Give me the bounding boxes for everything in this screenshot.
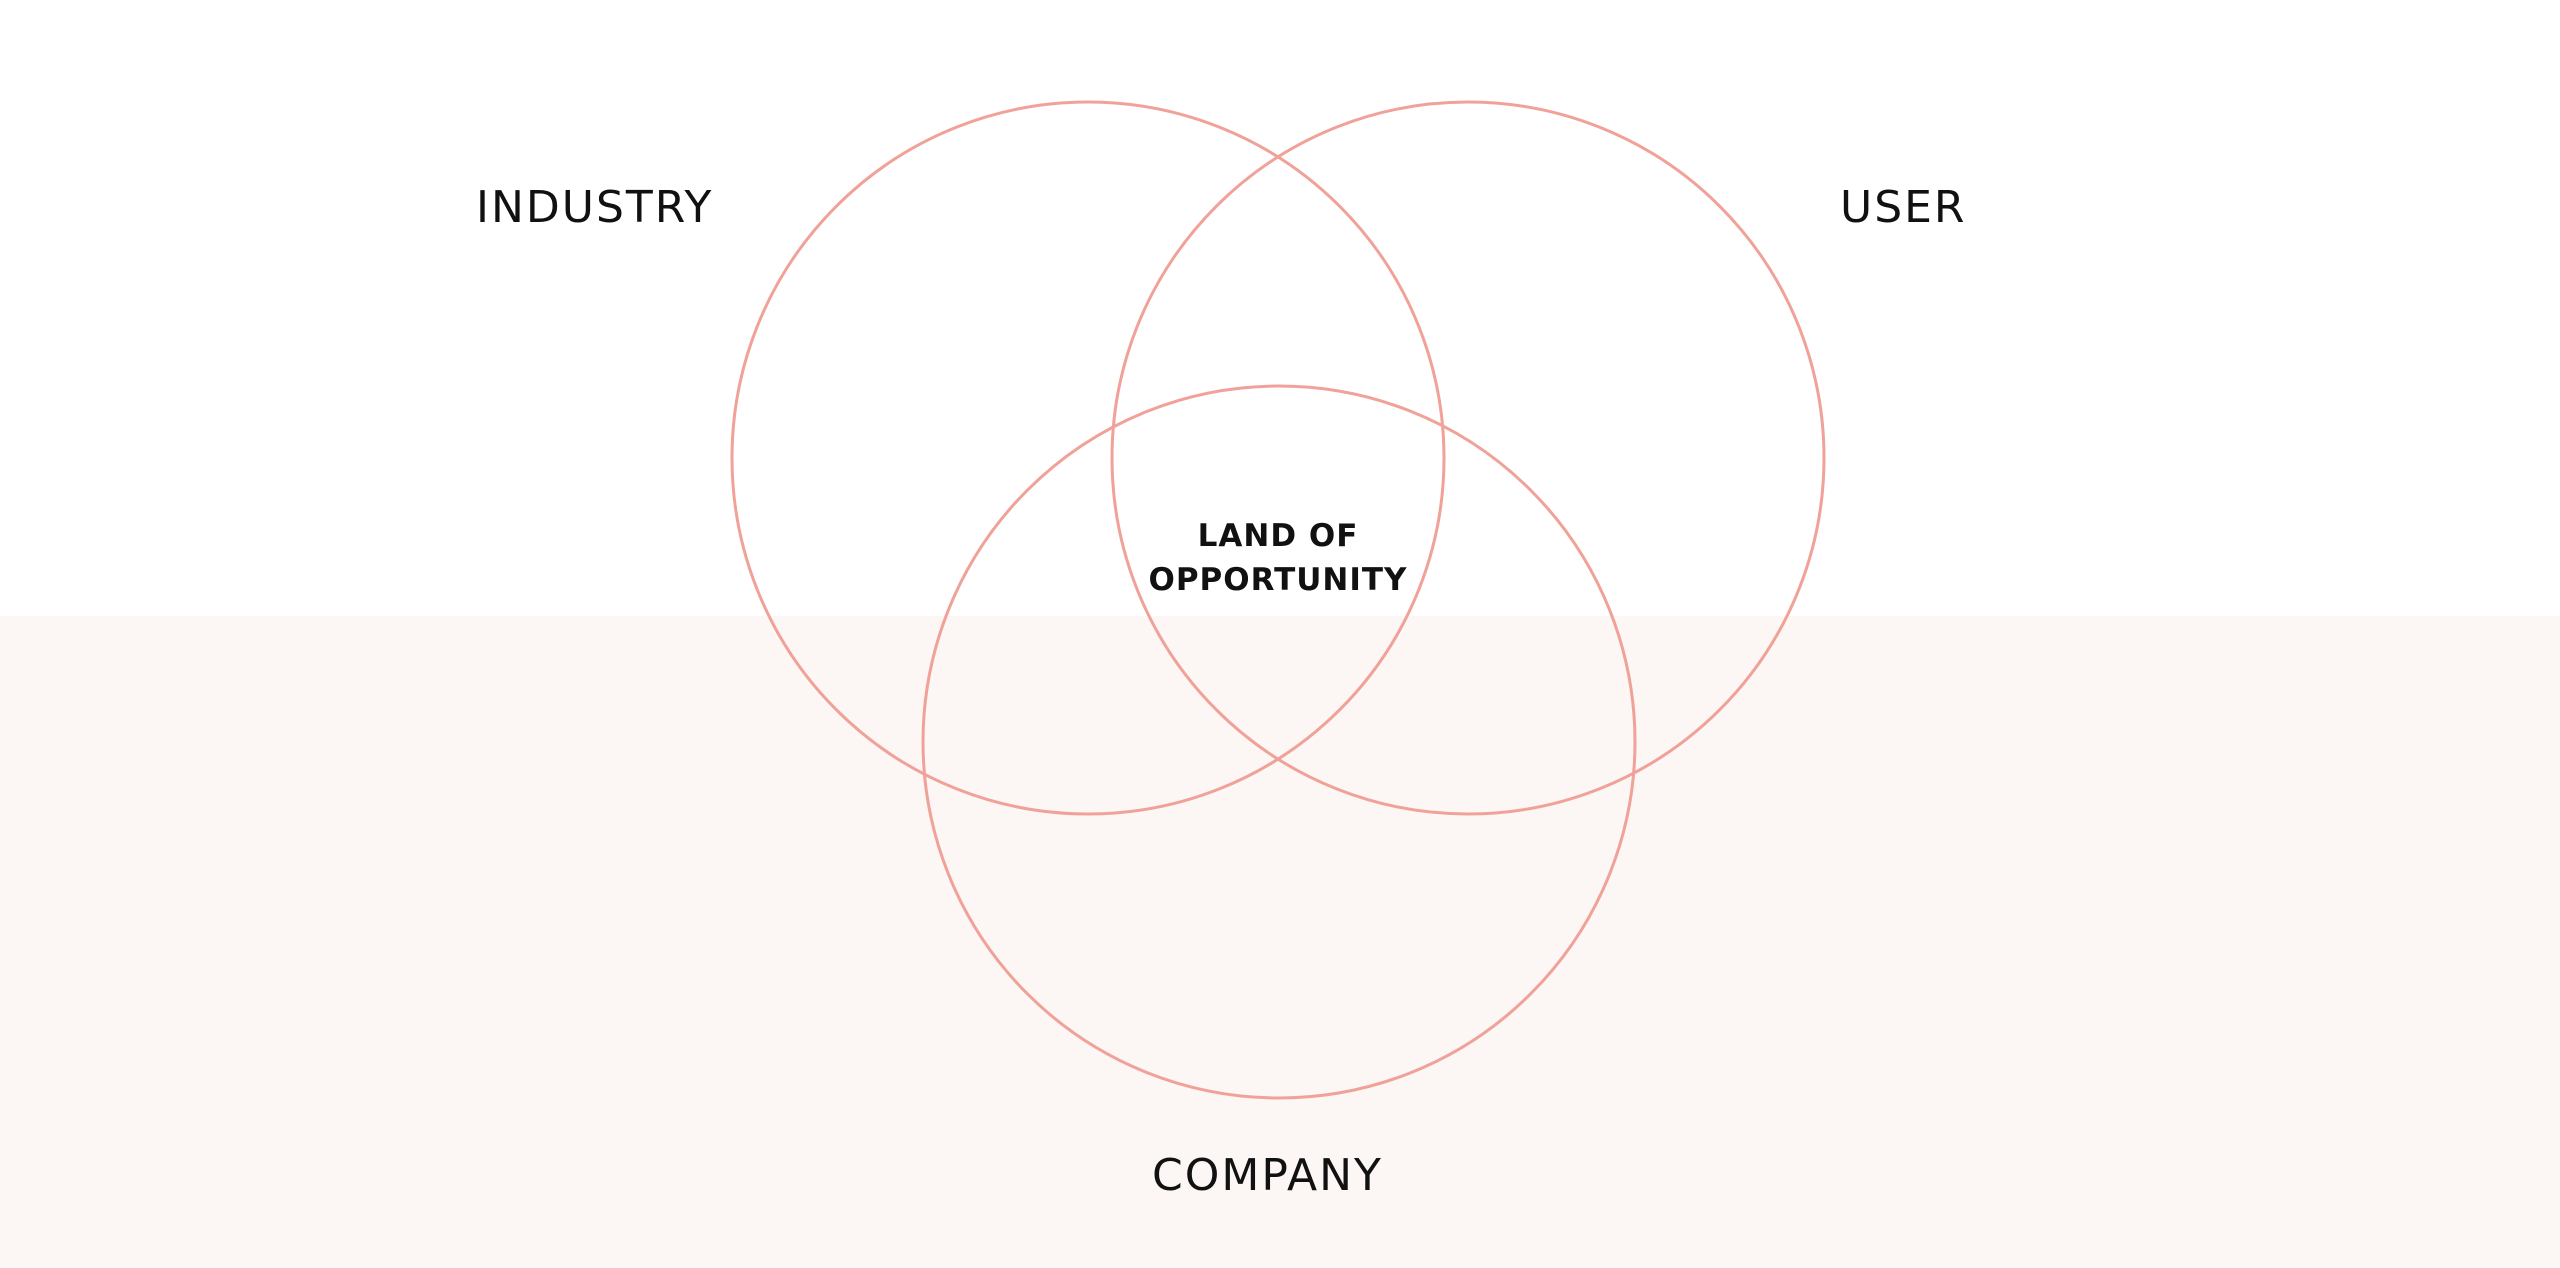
user-circle [1110, 100, 1826, 816]
intersection-label-line-1: LAND OF [1197, 518, 1359, 554]
background-upper [0, 0, 2560, 616]
user-label: USER [1840, 182, 1967, 233]
background-lower [0, 616, 2560, 1268]
intersection-label-line-2: OPPORTUNITY [1148, 562, 1408, 598]
industry-label: INDUSTRY [476, 182, 714, 233]
industry-circle [730, 100, 1446, 816]
intersection-label: LAND OF OPPORTUNITY [1128, 514, 1428, 602]
company-label: COMPANY [1152, 1150, 1383, 1201]
company-circle [921, 384, 1637, 1100]
